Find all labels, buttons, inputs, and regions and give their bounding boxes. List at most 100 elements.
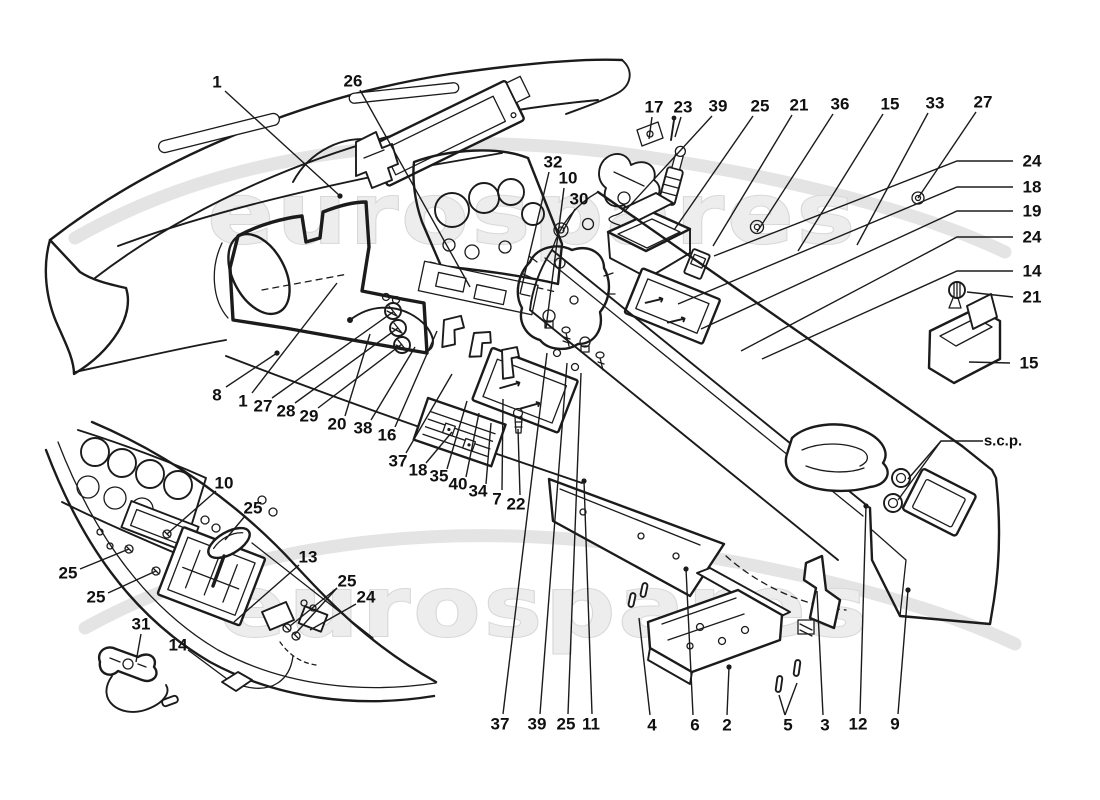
callout-12: 12	[849, 503, 869, 734]
leader-line	[394, 330, 438, 428]
leader-line	[726, 666, 730, 716]
right-ashtray-assembly	[927, 281, 1002, 385]
callout-10: 10	[545, 169, 578, 329]
part-number-label: 10	[559, 169, 578, 188]
leader-line	[135, 633, 142, 663]
callout-9: 9	[890, 587, 911, 734]
part-number-label: 32	[544, 153, 563, 172]
leader-line	[897, 589, 909, 715]
leader-line	[583, 480, 593, 715]
callout-39: 39	[623, 97, 728, 213]
vent-bracket	[355, 131, 399, 189]
leader-line	[519, 171, 550, 295]
slide-rail	[646, 567, 791, 685]
part-number-label: 27	[254, 397, 273, 416]
part-number-label: 37	[389, 452, 408, 471]
callout-27: 27	[917, 93, 993, 199]
callout-s.c.p.: s.c.p.	[897, 433, 1022, 501]
leader-line	[501, 398, 504, 491]
leader-line	[344, 333, 371, 417]
part-number-label: 6	[690, 716, 699, 735]
callout-31: 31	[132, 615, 151, 663]
part-number-label: 18	[1023, 178, 1042, 197]
callout-19: 19	[700, 202, 1042, 330]
leader-dot	[274, 350, 280, 356]
armrest-pad	[784, 423, 889, 493]
part-number-label: 16	[378, 426, 397, 445]
watermark-swoosh	[68, 137, 1012, 259]
part-number-label: 24	[1023, 228, 1042, 247]
center-console	[529, 190, 1001, 626]
console-opening	[902, 468, 977, 537]
callout-30: 30	[562, 190, 588, 232]
shift-knob	[207, 526, 251, 560]
leader-line	[740, 236, 1013, 352]
part-number-label: 31	[132, 615, 151, 634]
part-number-label: 22	[507, 495, 526, 514]
callout-1: 1	[212, 73, 343, 199]
callout-13: 13	[233, 548, 318, 623]
leader-line	[968, 361, 1011, 364]
part-number-label: 19	[1023, 202, 1042, 221]
leader-line	[233, 564, 300, 623]
callout-34: 34	[469, 422, 492, 501]
part-number-label: 27	[974, 93, 993, 112]
top-vent-unit	[355, 75, 531, 189]
callout-25: 25	[289, 572, 356, 635]
part-number-label: 39	[528, 715, 547, 734]
callout-14: 14	[169, 636, 228, 680]
callout-14: 14	[761, 262, 1042, 360]
mounting-bracket-assembly	[547, 477, 842, 693]
callout-24: 24	[309, 588, 376, 631]
leader-line	[79, 548, 130, 570]
leader-line	[897, 440, 942, 501]
leader-line	[562, 208, 576, 232]
callout-33: 33	[856, 94, 944, 246]
leader-line	[859, 505, 867, 715]
callout-25: 25	[59, 548, 130, 583]
leader-line	[623, 115, 713, 213]
switch-panel	[623, 267, 721, 345]
leader-line	[224, 90, 341, 197]
leader-line	[187, 649, 228, 680]
callout-21: 21	[712, 96, 809, 247]
callout-36: 36	[756, 95, 849, 233]
leader-line	[856, 112, 929, 246]
part-number-label: 5	[783, 716, 792, 735]
part-number-label: 21	[790, 96, 809, 115]
part-number-label: 20	[328, 415, 347, 434]
callout-35: 35	[430, 400, 468, 486]
leader-line	[225, 352, 278, 388]
part-number-label: 9	[890, 715, 899, 734]
z-bracket	[802, 554, 842, 630]
part-number-label: 15	[1020, 354, 1039, 373]
leader-line	[966, 291, 1014, 298]
part-number-label: 25	[244, 499, 263, 518]
callout-21: 21	[966, 288, 1042, 307]
callout-3: 3	[816, 590, 830, 735]
leader-dot	[726, 664, 732, 670]
leader-line	[370, 346, 416, 421]
leader-line	[917, 111, 977, 199]
callout-4: 4	[638, 617, 657, 735]
watermark-top: eurospares	[68, 137, 1012, 264]
part-number-label: 12	[849, 715, 868, 734]
part-number-label: 25	[557, 715, 576, 734]
watermark-text: eurospares	[208, 166, 859, 263]
part-number-label: 39	[709, 97, 728, 116]
leader-line	[166, 490, 217, 535]
part-number-label: 23	[674, 98, 693, 117]
callout-15: 15	[797, 95, 899, 252]
leader-line	[816, 590, 824, 716]
part-number-label: 13	[299, 548, 318, 567]
part-number-label: 3	[820, 716, 829, 735]
leader-line	[677, 186, 1013, 305]
leader-line	[224, 515, 246, 541]
callout-39: 39	[528, 362, 568, 734]
part-number-label: 1	[212, 73, 221, 92]
lock-cylinder	[97, 646, 179, 713]
leader-line	[294, 327, 399, 404]
callout-25: 25	[557, 372, 582, 734]
part-number-label: 21	[1023, 288, 1042, 307]
